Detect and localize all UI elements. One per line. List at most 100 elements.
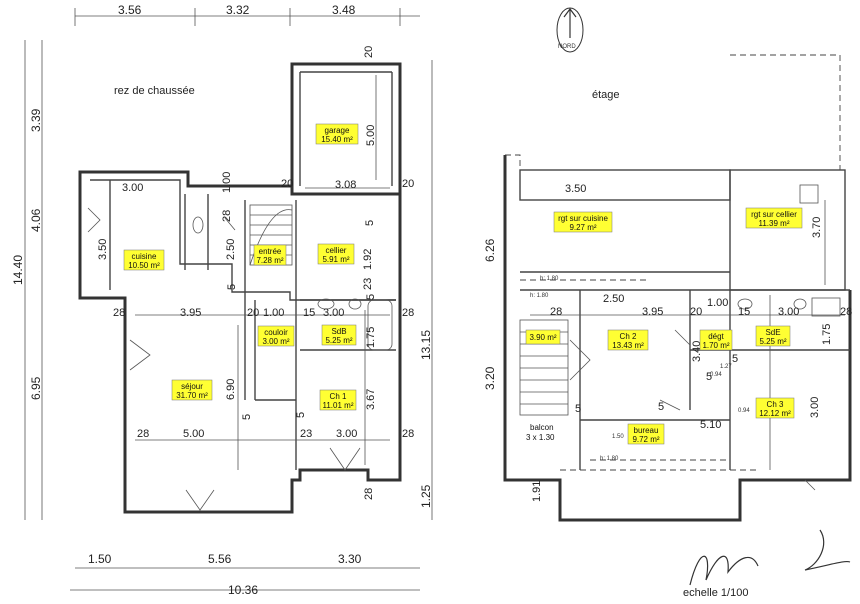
shower-icon (811, 297, 841, 317)
dim-bottom-3: 3.30 (338, 552, 362, 566)
wall-mark: 20 (690, 306, 702, 318)
wall-mark: 28 (363, 488, 375, 500)
ceiling-height: h: 1.80 (530, 293, 549, 299)
svg-text:dégt: dégt (708, 332, 724, 341)
door-icon (185, 489, 215, 511)
dim-ground-inner: 3.08 (335, 179, 356, 191)
dim-ground-inner: 5.00 (365, 125, 377, 146)
dim-left-3: 6.95 (29, 376, 43, 400)
dim-ground-inner: 3.00 (323, 307, 344, 319)
svg-text:10.50 m²: 10.50 m² (128, 261, 160, 270)
ceiling-height: 1.50 (612, 434, 624, 440)
svg-text:5.25 m²: 5.25 m² (325, 336, 352, 345)
room-label-rgt-cuisine: rgt sur cuisine 9.27 m² (553, 211, 613, 233)
svg-text:Ch 1: Ch 1 (330, 392, 347, 401)
wall-mark: 28 (840, 306, 852, 318)
dim-ground-inner: 1.75 (365, 327, 377, 348)
svg-text:9.27 m²: 9.27 m² (569, 223, 596, 232)
dim-upper-left-1: 6.26 (483, 238, 497, 262)
wall-mark: 15 (303, 307, 315, 319)
svg-text:13.43 m²: 13.43 m² (612, 341, 644, 350)
door-icon (569, 339, 591, 381)
svg-text:SdE: SdE (765, 328, 780, 337)
door-icon (224, 217, 236, 231)
bathtub-icon (367, 299, 393, 351)
wall-mark: 5 (575, 403, 581, 415)
dim-left-total: 14.40 (11, 255, 25, 285)
wall-mark: 28 (113, 307, 125, 319)
dim-top-2: 3.32 (226, 3, 250, 17)
room-label-sde: SdE 5.25 m² (755, 325, 791, 347)
dim-bottom-1: 1.50 (88, 552, 112, 566)
svg-text:cellier: cellier (326, 246, 347, 255)
wall-mark: 20 (247, 307, 259, 319)
dim-top-1: 3.56 (118, 3, 142, 17)
dim-upper-inner: 5.10 (700, 419, 721, 431)
svg-text:Ch 2: Ch 2 (620, 332, 637, 341)
door-icon (659, 399, 681, 411)
svg-text:rgt sur cuisine: rgt sur cuisine (558, 214, 608, 223)
dim-ground-inner: 3.50 (97, 239, 109, 260)
svg-text:11.39 m²: 11.39 m² (759, 219, 790, 228)
wall-mark: 28 (402, 428, 414, 440)
balcony-size: 3 x 1.30 (526, 433, 555, 442)
svg-text:9.72 m²: 9.72 m² (632, 435, 659, 444)
wall-mark: 5 (732, 353, 738, 365)
dim-upper-left-2: 3.20 (483, 366, 497, 390)
svg-text:garage: garage (325, 126, 350, 135)
ceiling-height: h: 1.80 (600, 456, 619, 462)
wall-mark: 5 (365, 294, 377, 300)
room-label-couloir: couloir 3.00 m² (257, 325, 295, 347)
svg-text:31.70 m²: 31.70 m² (176, 391, 208, 400)
dim-upper-inner: 3.70 (811, 217, 823, 238)
dim-upper-inner: 1.91 (531, 481, 543, 502)
svg-text:15.40 m²: 15.40 m² (321, 135, 353, 144)
room-label-degt: dégt 1.70 m² (699, 329, 733, 351)
wall-mark: 5 (364, 220, 376, 226)
ceiling-height: 1.27 (720, 364, 732, 370)
room-label-bureau: bureau 9.72 m² (627, 423, 665, 445)
dim-ground-inner: 1.00 (263, 307, 284, 319)
wall-mark: 28 (550, 306, 562, 318)
wall-mark: 20 (363, 46, 375, 58)
dim-upper-inner: 3.00 (809, 397, 821, 418)
dim-ground-inner: 3.00 (122, 182, 143, 194)
room-label-ch2: Ch 2 13.43 m² (607, 329, 649, 351)
skylight-icon (799, 184, 819, 204)
room-label-entree: entrée 7.28 m² (253, 244, 287, 266)
svg-text:bureau: bureau (634, 426, 659, 435)
room-label-sejour: séjour 31.70 m² (171, 379, 213, 401)
room-label-cellier: cellier 5.91 m² (317, 243, 355, 265)
dim-ground-inner: 1.00 (221, 172, 233, 193)
sink-icon (317, 298, 335, 310)
dim-right-ground: 13.15 (419, 330, 433, 360)
room-label-cuisine: cuisine 10.50 m² (123, 249, 165, 271)
ceiling-height: 0.94 (710, 372, 722, 378)
dim-ground-inner: 1.92 (362, 249, 374, 270)
dim-right-ground-lower: 1.25 (419, 484, 433, 508)
toilet-icon (793, 298, 807, 310)
ceiling-height: 0.94 (738, 408, 750, 414)
wall-mark: 5 (295, 412, 307, 418)
dim-upper-inner: 3.50 (565, 183, 586, 195)
room-label-sdb: SdB 5.25 m² (321, 324, 357, 346)
toilet-icon (348, 298, 362, 310)
wall-mark: 20 (281, 178, 293, 190)
svg-text:3.00 m²: 3.00 m² (262, 337, 289, 346)
dim-upper-inner: 3.95 (642, 306, 663, 318)
wall-mark: 28 (221, 210, 233, 222)
door-icon (129, 339, 151, 371)
dim-top-3: 3.48 (332, 3, 356, 17)
wall-mark: 28 (137, 428, 149, 440)
room-label-landing: 3.90 m² (525, 329, 561, 345)
svg-text:5.91 m²: 5.91 m² (322, 255, 349, 264)
room-label-garage: garage 15.40 m² (315, 123, 359, 145)
dim-ground-inner: 5.00 (183, 428, 204, 440)
dim-bottom-2: 5.56 (208, 552, 232, 566)
north-label: NORD (558, 44, 576, 50)
scale-label: echelle 1/100 (683, 587, 748, 599)
svg-text:1.70 m²: 1.70 m² (702, 341, 729, 350)
svg-text:couloir: couloir (264, 328, 288, 337)
dim-ground-inner: 3.95 (180, 307, 201, 319)
